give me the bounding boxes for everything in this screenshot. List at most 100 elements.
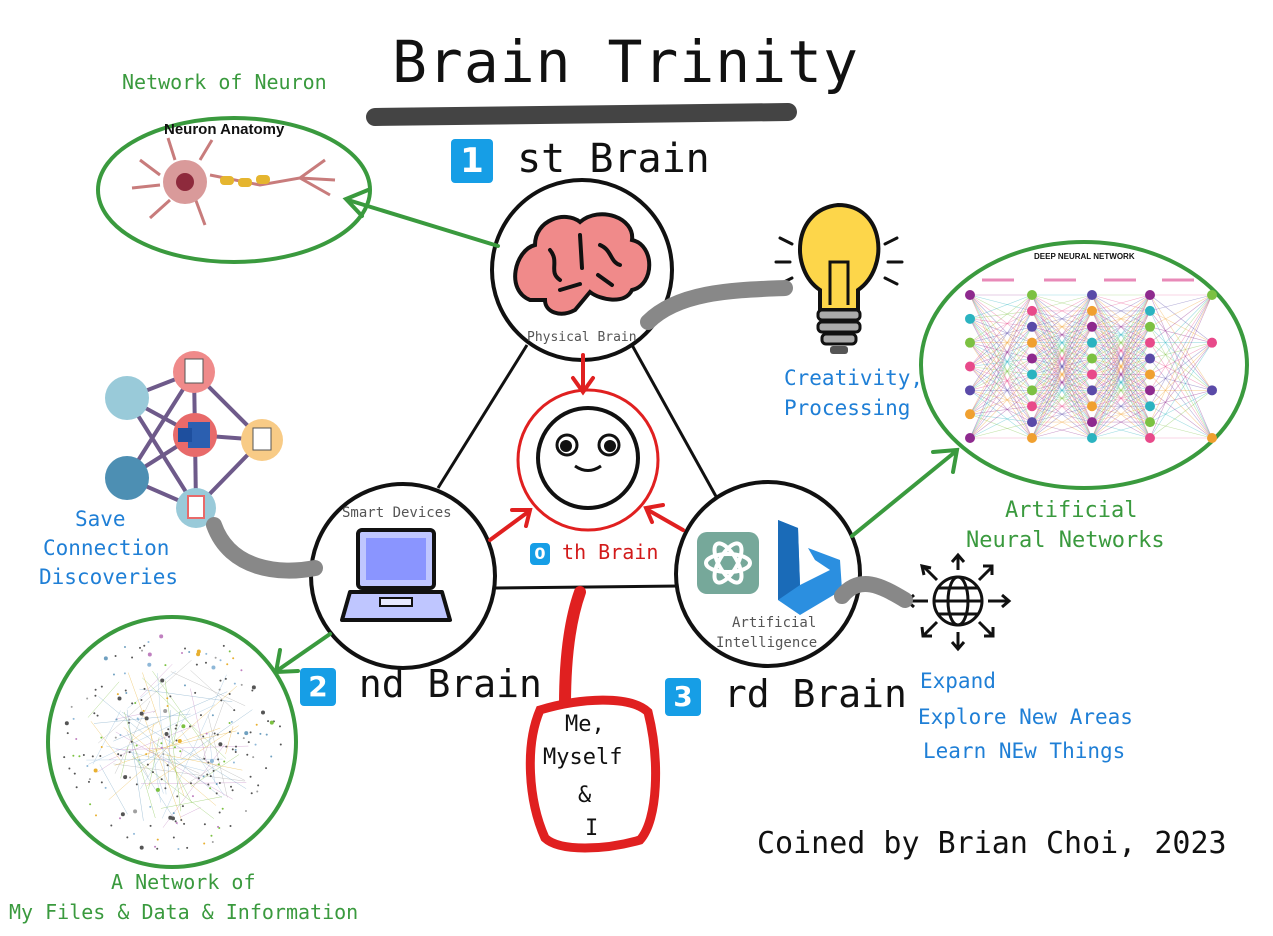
dnn-edge	[1031, 374, 1093, 423]
dnn-node	[1087, 385, 1097, 396]
dnn-edge	[1091, 358, 1151, 407]
dnn-edge	[1031, 358, 1093, 407]
file-node	[202, 775, 205, 778]
file-node	[110, 824, 113, 827]
dnn-edge	[969, 390, 1033, 423]
file-link	[149, 730, 237, 752]
file-node	[82, 754, 85, 757]
zeroth-brain-badge: 0	[530, 542, 550, 565]
dnn-edge	[1091, 342, 1151, 423]
dnn-node	[1207, 290, 1217, 300]
dnn-edge	[969, 318, 1033, 328]
ann-label-line1: Artificial	[1005, 498, 1138, 523]
dnn-edge	[1091, 294, 1151, 359]
dnn-edge	[1149, 405, 1213, 439]
file-node	[249, 731, 252, 734]
dnn-node	[1087, 369, 1097, 380]
dnn-edge	[1091, 374, 1151, 391]
file-link	[113, 691, 228, 742]
dnn-edge	[1031, 310, 1093, 328]
file-node	[228, 693, 231, 696]
dnn-edge	[1031, 342, 1093, 391]
dnn-edge	[1091, 374, 1151, 439]
file-link	[190, 670, 233, 709]
file-node	[205, 652, 208, 655]
file-link	[164, 754, 243, 771]
file-node	[180, 818, 183, 821]
file-link	[126, 709, 144, 821]
file-node	[267, 720, 270, 723]
dnn-edge	[969, 366, 1033, 439]
dnn-edge	[1031, 294, 1093, 375]
file-node	[217, 758, 220, 761]
dnn-edge	[969, 342, 1033, 415]
dnn-edge	[969, 294, 1033, 320]
dnn-edge	[1091, 310, 1151, 375]
me-box	[525, 695, 661, 853]
file-node	[189, 782, 192, 785]
file-link	[114, 710, 156, 720]
file-node	[211, 840, 214, 843]
dnn-edge	[969, 342, 1033, 391]
file-node	[169, 695, 172, 698]
file-node	[128, 718, 131, 721]
dnn-edge	[1091, 342, 1151, 375]
dnn-edge	[1091, 390, 1151, 407]
edge-1st-3rd	[630, 344, 720, 501]
chatgpt-icon	[697, 532, 759, 594]
dnn-edge	[969, 326, 1033, 367]
dnn-edge	[969, 342, 1033, 391]
dnn-edge	[1091, 374, 1151, 423]
dnn-edge	[969, 294, 1033, 328]
dnn-edge	[969, 366, 1033, 407]
dnn-edge	[1091, 326, 1151, 343]
dnn-edge	[1031, 294, 1093, 407]
file-node	[183, 822, 186, 825]
dnn-edge	[1031, 374, 1093, 407]
file-link	[180, 709, 253, 760]
file-node	[89, 803, 92, 806]
file-node	[213, 732, 216, 735]
file-node	[203, 842, 206, 845]
dnn-edge	[1031, 326, 1093, 439]
dnn-edge	[1091, 390, 1151, 407]
file-node	[94, 694, 97, 697]
network-connector	[206, 517, 323, 579]
file-node	[167, 728, 170, 731]
file-node	[125, 775, 128, 778]
dnn-edge	[1149, 374, 1213, 439]
file-node	[217, 825, 220, 828]
dnn-edge	[1091, 405, 1151, 423]
dnn-edge	[1091, 374, 1151, 407]
dnn-edge	[969, 390, 1033, 439]
dnn-edge	[1031, 326, 1093, 407]
file-node	[100, 745, 103, 748]
file-node	[114, 655, 117, 658]
dnn-edge	[1031, 326, 1093, 343]
file-node	[124, 689, 127, 692]
file-link	[140, 663, 173, 698]
dnn-node	[1087, 353, 1097, 364]
file-node	[151, 771, 154, 774]
dnn-edge	[1031, 294, 1093, 423]
file-node	[230, 785, 233, 788]
file-node	[184, 647, 187, 650]
neuron-bubble	[96, 116, 372, 264]
file-node	[228, 650, 231, 653]
dnn-edge	[1091, 294, 1151, 423]
file-link	[140, 709, 191, 790]
dnn-edge	[1091, 421, 1151, 439]
file-node	[86, 765, 89, 768]
dnn-edge	[969, 318, 1033, 407]
dnn-edge	[969, 358, 1033, 415]
file-node	[147, 652, 152, 657]
dnn-node	[1027, 321, 1037, 332]
dnn-edge	[1031, 358, 1093, 439]
file-node	[72, 717, 75, 720]
dnn-edge	[969, 294, 1033, 423]
file-node	[233, 709, 236, 712]
dnn-edge	[1091, 358, 1151, 439]
file-node	[203, 757, 206, 760]
dnn-edge	[1091, 342, 1151, 423]
